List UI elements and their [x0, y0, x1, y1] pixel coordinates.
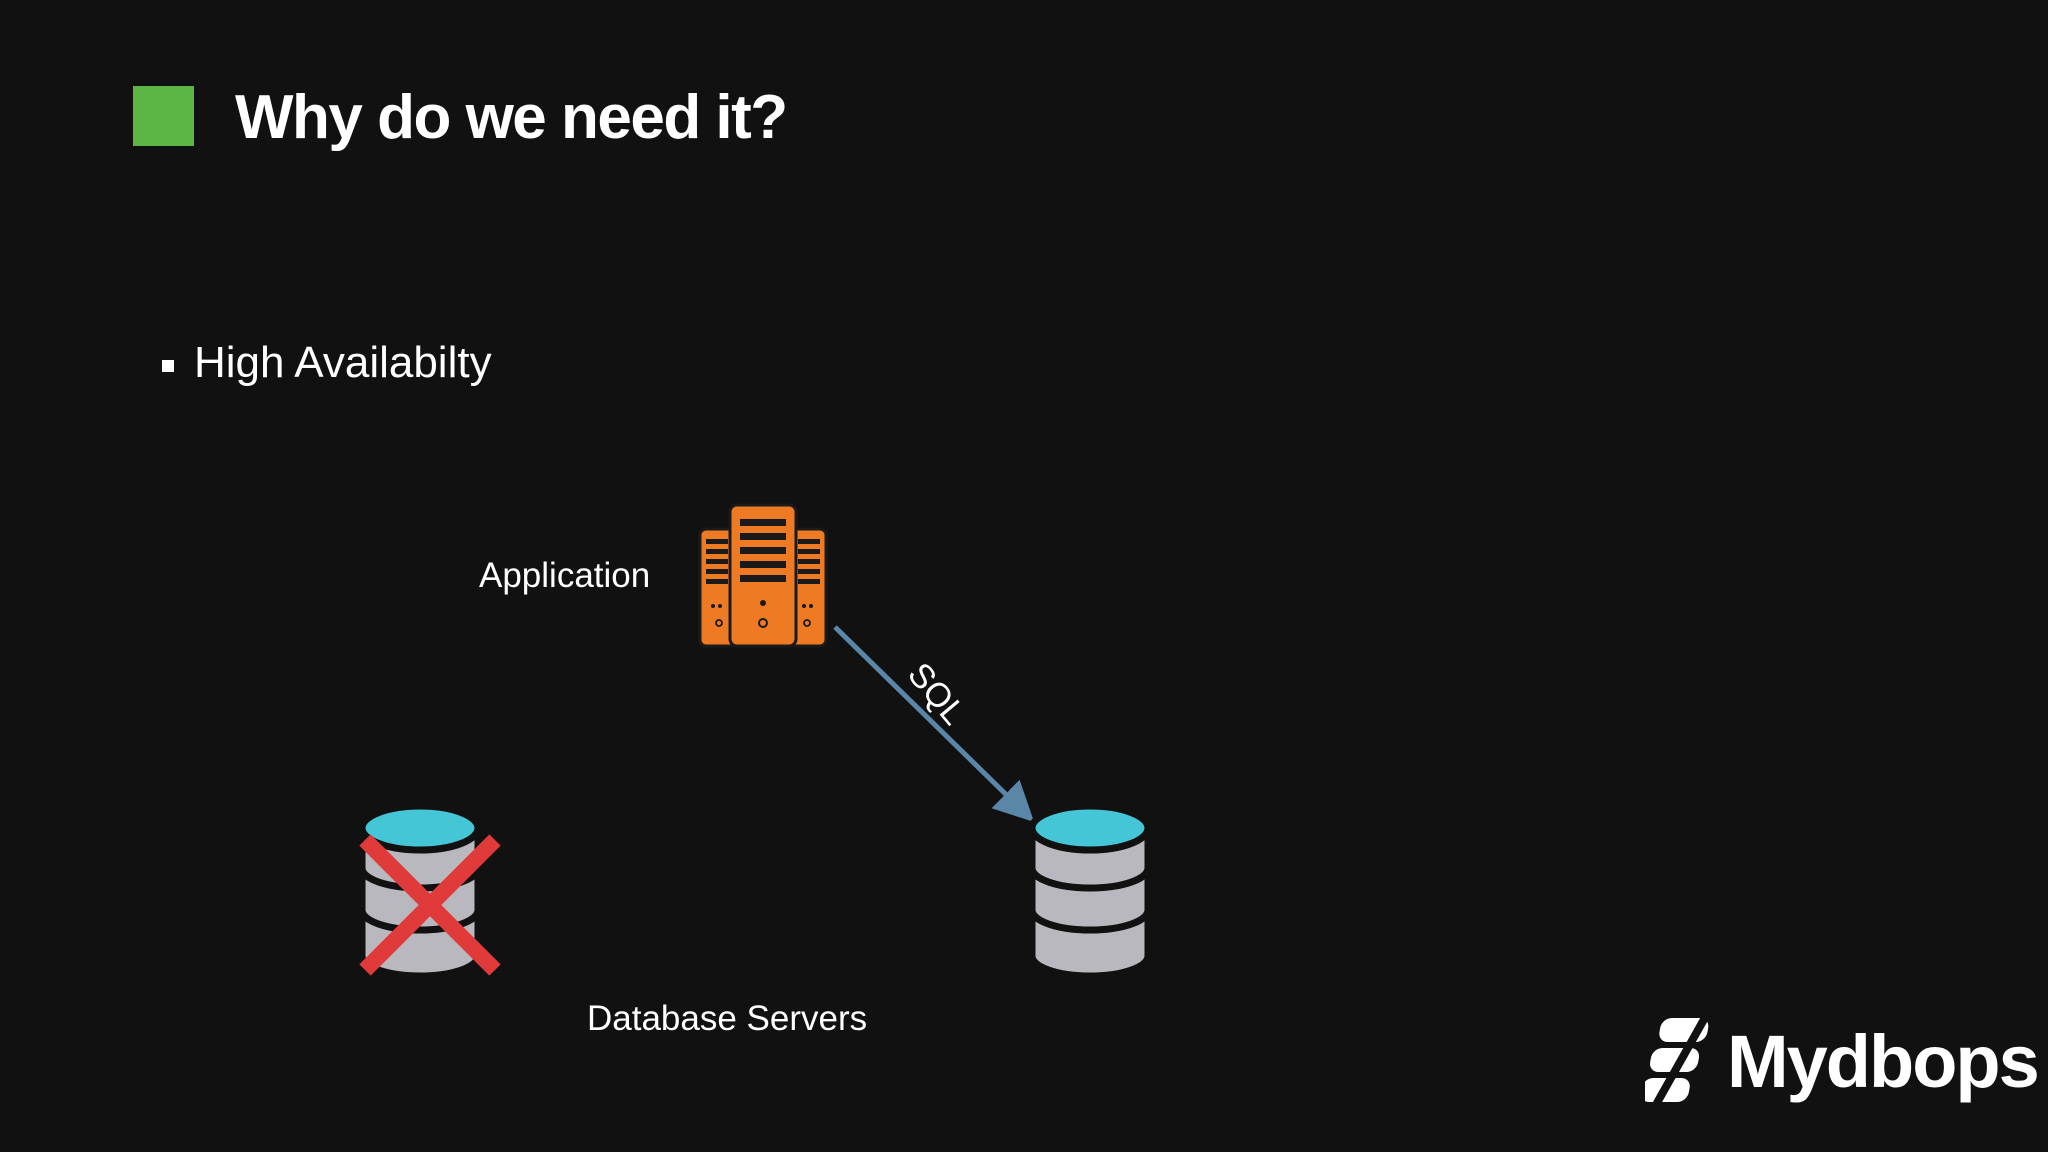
database-servers-label: Database Servers [587, 999, 868, 1038]
bullet-text: High Availabilty [194, 338, 492, 387]
bullet-item: High Availabilty [162, 336, 492, 390]
sql-arrow [833, 625, 1035, 822]
mydbops-logo-icon [1645, 1012, 1711, 1112]
application-label: Application [479, 556, 651, 595]
slide-title: Why do we need it? [235, 83, 788, 152]
brand-logo: Mydbops [1645, 1012, 2040, 1112]
bullet-marker [162, 360, 174, 372]
application-server-icon [698, 503, 828, 648]
red-x-icon [359, 834, 501, 976]
title-accent-square [133, 86, 194, 146]
active-database-icon [1028, 802, 1152, 980]
failed-database-icon [358, 802, 482, 980]
brand-name: Mydbops [1727, 1020, 2040, 1103]
